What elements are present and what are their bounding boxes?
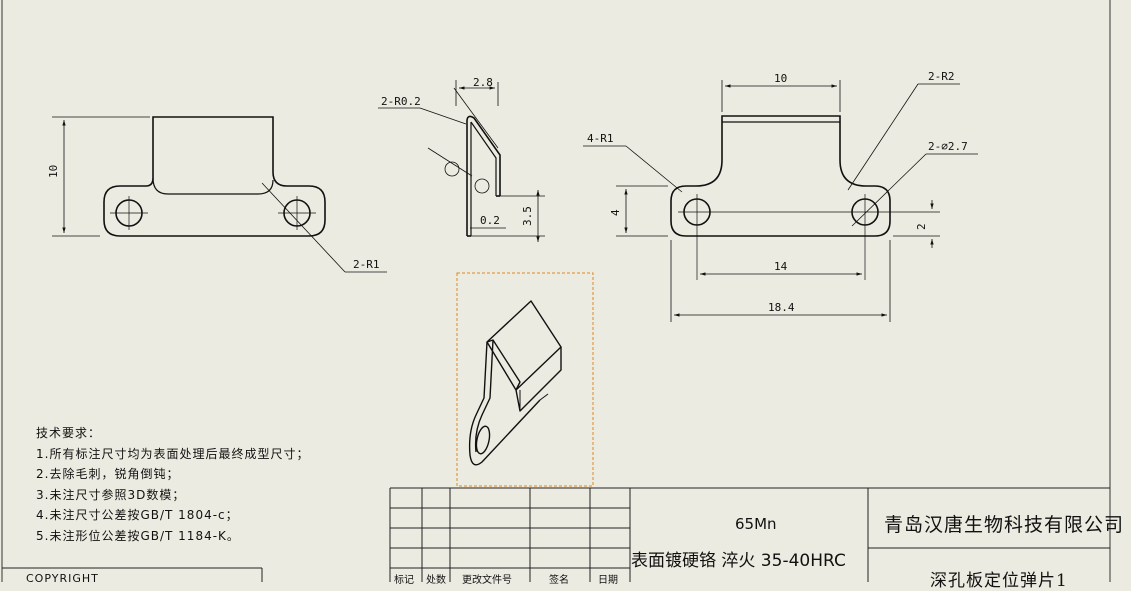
dim-hole-spacing: 14 bbox=[774, 260, 788, 273]
dim-side-height: 3.5 bbox=[521, 206, 534, 226]
dim-total-width: 18.4 bbox=[768, 301, 795, 314]
tech-item: 5.未注形位公差按GB/T 1184-K。 bbox=[36, 528, 240, 543]
top-view-centerlines bbox=[678, 194, 940, 280]
front-view-dims bbox=[52, 116, 387, 273]
tech-item: 3.未注尺寸参照3D数模； bbox=[36, 487, 186, 502]
tech-item: 1.所有标注尺寸均为表面处理后最终成型尺寸； bbox=[36, 446, 310, 461]
dim-side-thickness: 0.2 bbox=[480, 214, 500, 227]
side-view-bend bbox=[466, 115, 501, 196]
title-block-grid bbox=[2, 487, 1110, 582]
title-block-header: 签名 bbox=[549, 575, 569, 586]
sheet-border bbox=[1, 0, 1111, 582]
title-block-header: 标记 bbox=[394, 575, 414, 586]
tech-item: 2.去除毛刺，锐角倒钝； bbox=[36, 467, 180, 481]
front-view-outline bbox=[103, 116, 326, 237]
dim-left-radius: 2-R1 bbox=[353, 258, 380, 271]
company-name: 青岛汉唐生物科技有限公司 bbox=[884, 514, 1125, 536]
iso-view-frame[interactable] bbox=[456, 272, 594, 487]
title-block-header: 更改文件号 bbox=[462, 575, 512, 586]
top-view-outline bbox=[670, 115, 891, 237]
dim-hole-offset: 2 bbox=[915, 223, 928, 230]
dim-small-radius: 4-R1 bbox=[587, 132, 614, 145]
dim-side-width: 2.8 bbox=[473, 76, 493, 89]
side-view-dims bbox=[378, 80, 545, 242]
technical-requirements: 技术要求： 1.所有标注尺寸均为表面处理后最终成型尺寸； 2.去除毛刺，锐角倒钝… bbox=[36, 423, 309, 546]
dim-left-height: 10 bbox=[47, 165, 60, 178]
iso-view bbox=[468, 300, 562, 466]
copyright-label: COPYRIGHT bbox=[26, 572, 99, 585]
dim-side-radius: 2-R0.2 bbox=[381, 95, 421, 108]
dim-corner-radius: 2-R2 bbox=[928, 70, 955, 83]
tech-title: 技术要求： bbox=[36, 426, 102, 440]
dim-right-height: 4 bbox=[609, 209, 622, 216]
material-label: 65Mn bbox=[735, 515, 777, 533]
treatment-label: 表面镀硬铬 淬火 35-40HRC bbox=[631, 551, 846, 571]
top-view-dims bbox=[583, 80, 978, 322]
front-view bbox=[103, 116, 326, 237]
side-view bbox=[466, 115, 501, 237]
tech-item: 4.未注尺寸公差按GB/T 1804-c； bbox=[36, 508, 239, 522]
dim-top-width: 10 bbox=[774, 72, 787, 85]
front-view-inner-bend bbox=[152, 177, 274, 195]
front-view-centerlines bbox=[110, 196, 316, 230]
title-block-header: 日期 bbox=[598, 575, 618, 586]
part-name: 深孔板定位弹片1 bbox=[930, 571, 1068, 591]
title-block-header: 处数 bbox=[426, 575, 446, 586]
dim-hole-diameter: 2-∅2.7 bbox=[928, 140, 968, 153]
